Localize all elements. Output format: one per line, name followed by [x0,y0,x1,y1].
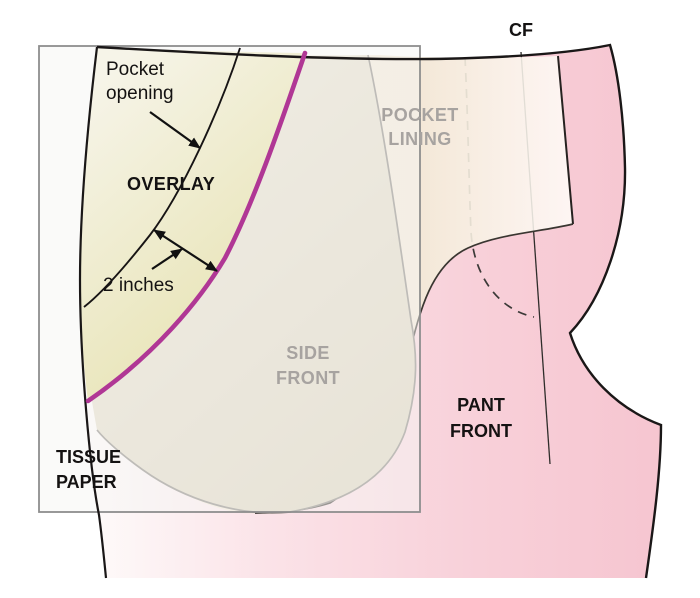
pant-front-label: PANT FRONT [450,395,512,441]
pocket-opening-inner-curve [83,47,241,308]
pocket-opening-label: Pocket opening [106,59,174,104]
two-inches-label: 2 inches [103,275,174,296]
overlay-label: OVERLAY [127,174,216,194]
side-seam-line [78,46,108,579]
pocket-opening-curve-magenta [85,50,308,404]
two-inches-pointer-arrow [151,248,183,270]
side-front-label: SIDE FRONT [276,343,340,388]
tissue-paper-label: TISSUE PAPER [56,447,122,492]
pant-front-outline [96,43,663,579]
pocket-lining-right-edge [557,55,574,225]
two-inches-measurement-arrow [153,229,218,272]
pocket-opening-arrow [149,111,201,149]
overlay-shape [80,47,305,401]
pocket-lining-label: POCKET LINING [381,105,459,149]
cf-label: CF [509,20,533,40]
